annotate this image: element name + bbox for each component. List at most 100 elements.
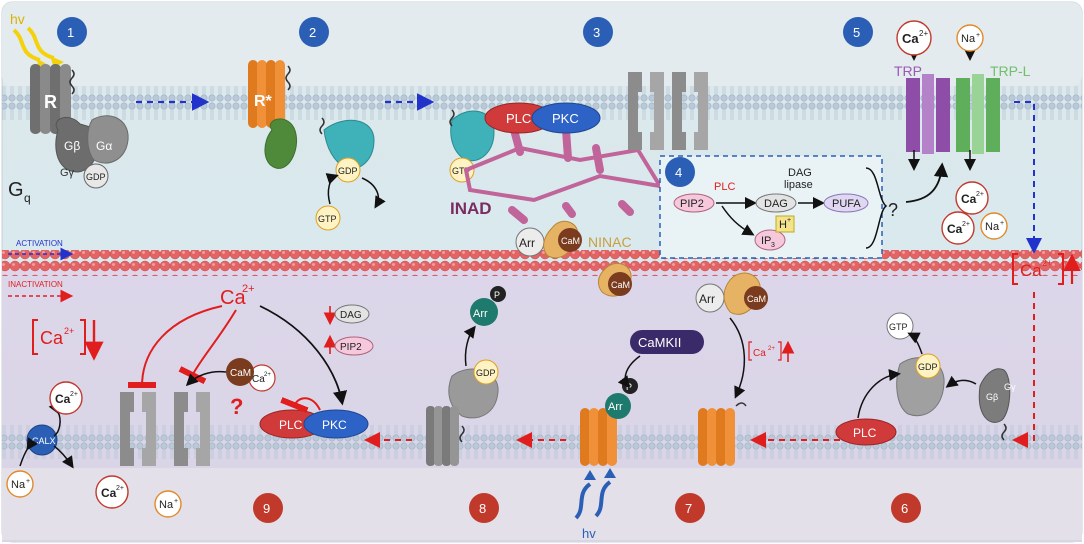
svg-text:PIP2: PIP2 (340, 342, 362, 353)
svg-text:Arr: Arr (519, 236, 535, 250)
hv-light-bottom: hv (574, 468, 616, 541)
svg-text:Na: Na (11, 479, 26, 491)
svg-text:PLC: PLC (714, 181, 735, 193)
svg-text:TRP-L: TRP-L (990, 63, 1031, 79)
svg-text:Ca: Ca (40, 328, 64, 348)
svg-text:2+: 2+ (962, 221, 970, 228)
svg-text:Na: Na (159, 499, 174, 511)
svg-text:2+: 2+ (768, 346, 775, 352)
svg-text:+: + (976, 32, 980, 39)
svg-text:Na: Na (961, 33, 976, 45)
receptor-active: R* (248, 60, 291, 128)
dag-pip2-changes: DAG PIP2 (323, 304, 374, 356)
plc-pkc-complex: PLC PKC (484, 102, 601, 134)
svg-text:Gγ: Gγ (60, 167, 75, 179)
svg-text:CaM: CaM (561, 236, 580, 246)
ca-regulation-step9: Ca 2+ Ca 2+ CaM ? (127, 283, 348, 419)
svg-text:Ca: Ca (55, 392, 71, 406)
svg-text:?: ? (230, 394, 243, 419)
svg-text:TRP: TRP (894, 63, 922, 79)
camkii: CaMKII (617, 330, 704, 389)
svg-text:P: P (494, 290, 500, 300)
svg-text:DAG: DAG (788, 167, 812, 179)
step-badge-1: 1 (57, 17, 87, 47)
arr-cam-ninac-top: Arr CaM NINAC (515, 220, 632, 259)
svg-text:H: H (779, 219, 787, 231)
svg-text:Ca: Ca (252, 374, 265, 385)
svg-text:Ca: Ca (220, 287, 246, 309)
step-badge-5: 5 (843, 17, 873, 47)
svg-text:8: 8 (479, 501, 486, 516)
svg-text:lipase: lipase (784, 179, 813, 191)
ca-decrease-left: Ca 2+ (32, 319, 104, 361)
svg-text:hv: hv (10, 11, 25, 27)
inactivation-arrow-5-6 (1012, 292, 1035, 448)
svg-text:Gβ: Gβ (64, 139, 80, 153)
svg-text:G: G (8, 179, 24, 201)
receptor-inactive: R (30, 64, 75, 134)
g-alpha-gdp (323, 119, 375, 170)
bottom-membrane (2, 425, 1082, 459)
svg-text:+: + (174, 498, 178, 505)
gq-reassembly: GDP GTP Gβ Gγ (886, 312, 1016, 441)
calx-exchanger: CALX (19, 401, 74, 469)
svg-text:GDP: GDP (918, 362, 938, 372)
svg-text:Ca: Ca (101, 486, 117, 500)
rhodopsin-inactive-step8 (426, 406, 465, 466)
plc-step6: PLC (835, 369, 901, 446)
gtp-step2 (315, 205, 341, 231)
svg-text:2+: 2+ (919, 29, 928, 38)
plc-pkc-step9: PLC PKC (259, 397, 369, 439)
ca-increase-right: Ca 2+ (1012, 253, 1081, 285)
svg-text:Arr: Arr (608, 401, 623, 413)
arr-cam-step7: Arr CaM (695, 272, 768, 399)
svg-text:+: + (787, 217, 791, 224)
svg-text:+: + (26, 478, 30, 485)
svg-text:Ca: Ca (902, 31, 919, 46)
g-alpha-gtp (450, 110, 495, 162)
svg-text:PLC: PLC (279, 418, 303, 432)
ca-ion-top: Ca 2+ (896, 20, 932, 56)
svg-text:5: 5 (853, 25, 860, 40)
svg-text:GTP: GTP (318, 214, 337, 224)
svg-text:7: 7 (685, 501, 692, 516)
svg-text:GTP: GTP (452, 166, 471, 176)
svg-text:Gβ: Gβ (986, 392, 998, 402)
svg-text:1: 1 (67, 25, 74, 40)
svg-text:3: 3 (771, 242, 775, 249)
gq-protein-inactive: Gβ Gα Gγ GDP G q (8, 115, 129, 205)
svg-text:Na: Na (985, 221, 1000, 233)
svg-text:?: ? (888, 200, 898, 220)
svg-text:+: + (1000, 220, 1004, 227)
svg-text:CALX: CALX (32, 436, 56, 446)
svg-text:GDP: GDP (476, 368, 496, 378)
svg-text:PKC: PKC (552, 111, 579, 126)
svg-text:DAG: DAG (764, 198, 788, 210)
trpl-channel-open: TRP-L (956, 63, 1031, 154)
svg-text:ACTIVATION: ACTIVATION (16, 239, 63, 248)
svg-text:Ca: Ca (1020, 261, 1042, 280)
svg-text:CaM: CaM (230, 368, 251, 379)
svg-text:INACTIVATION: INACTIVATION (8, 280, 63, 289)
svg-text:4: 4 (675, 165, 682, 180)
step-badge-7: 7 (675, 493, 705, 523)
svg-text:2+: 2+ (976, 191, 984, 198)
svg-text:6: 6 (901, 501, 908, 516)
svg-text:IP: IP (761, 235, 771, 247)
svg-text:q: q (24, 191, 31, 205)
ca-increase-step7: Ca 2+ (748, 340, 795, 362)
step-badge-6: 6 (891, 493, 921, 523)
svg-text:2: 2 (309, 25, 316, 40)
svg-text:CaM: CaM (611, 280, 630, 290)
svg-text:2+: 2+ (264, 372, 271, 378)
svg-text:Gα: Gα (96, 139, 112, 153)
ca-ions-cluster: Ca 2+ Ca 2+ Na + (941, 181, 1008, 245)
svg-text:PKC: PKC (322, 418, 347, 432)
svg-text:Ca: Ca (947, 222, 963, 236)
svg-text:CaMKII: CaMKII (638, 335, 681, 350)
arr-p-step8: Arr P (463, 286, 506, 367)
trp-channels-closed (628, 72, 708, 150)
svg-text:CaM: CaM (747, 294, 766, 304)
step-badge-3: 3 (583, 17, 613, 47)
svg-text:2+: 2+ (70, 391, 78, 398)
